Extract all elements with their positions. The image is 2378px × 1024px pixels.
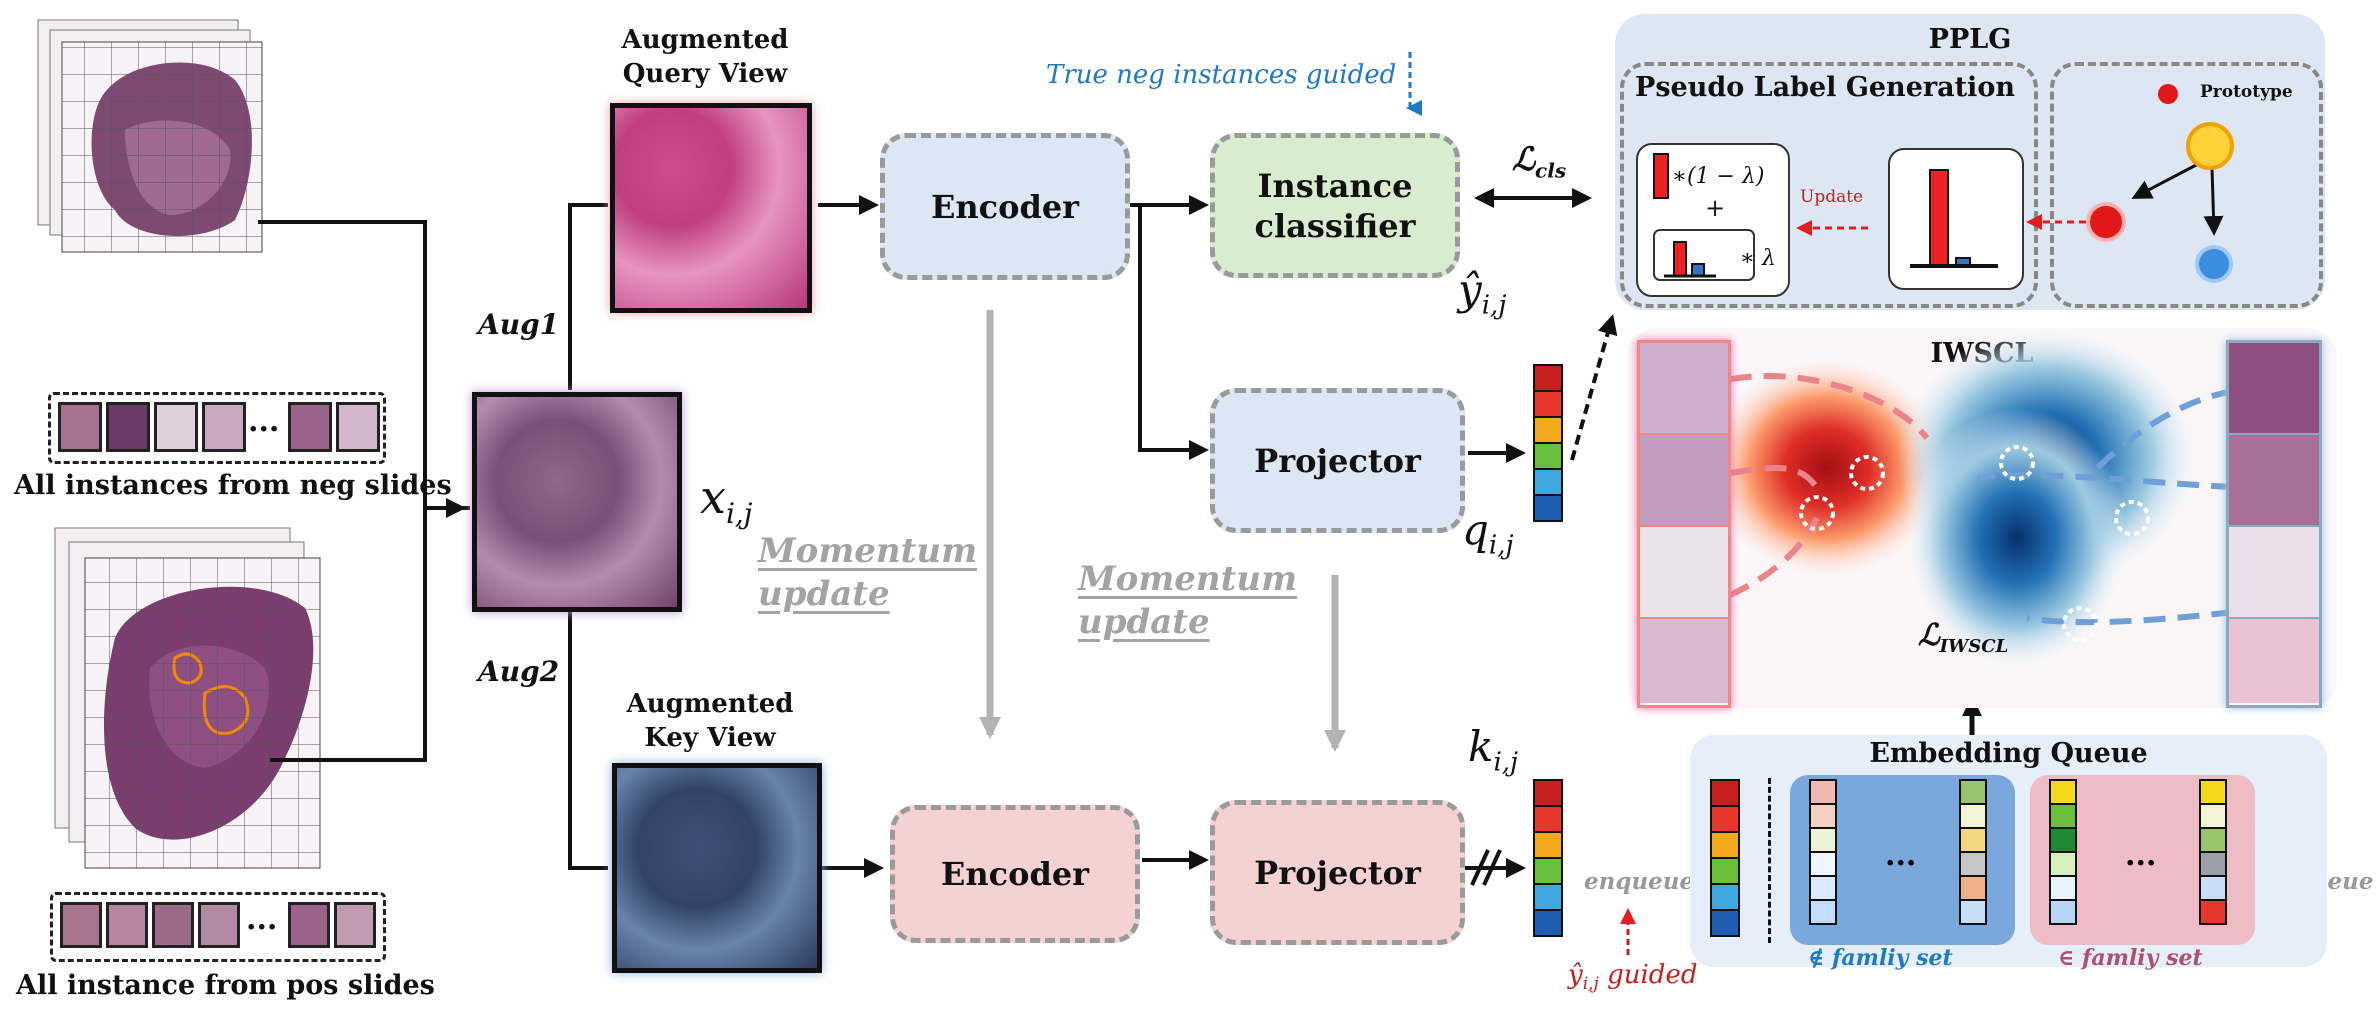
formula-plus: + [1705, 194, 1726, 222]
x-ij-label: xi,j [700, 470, 753, 531]
iwscl-left-patches [1637, 340, 1731, 708]
projector-top: Projector [1210, 388, 1465, 533]
bar-histogram-icon [1653, 153, 1755, 281]
embedding-queue-title: Embedding Queue [1869, 738, 2148, 769]
projector-bottom: Projector [1210, 800, 1465, 945]
query-view-patch [610, 103, 812, 313]
input-patch-x [472, 392, 682, 612]
instance-classifier: Instance classifier [1210, 133, 1460, 278]
feature-vector-icon [1710, 779, 1740, 937]
query-view-title: Augmented Query View [621, 25, 789, 89]
enqueue-label: enqueue [1582, 868, 1697, 895]
prototype-box [2050, 62, 2323, 308]
y-hat-guided-label: ŷi,j guided [1568, 960, 1698, 995]
k-ij-label: ki,j [1468, 722, 1519, 778]
formula-bottom: ∗ λ [1740, 246, 1776, 271]
family-label: ∈ famliy set [2058, 945, 2203, 971]
pplg-title: PPLG [1928, 24, 2012, 55]
encoder-top: Encoder [880, 133, 1130, 280]
iwscl-right-patches [2226, 340, 2322, 708]
svg-text:...: ... [2125, 838, 2156, 873]
formula-top: ∗(1 − λ) [1672, 164, 1765, 189]
feature-vector-icon-group: ... [1809, 779, 1987, 925]
wsi-slide-stack-icon-pos [54, 527, 321, 869]
l-iwscl-label: ℒIWSCL [1918, 618, 2009, 657]
l-cls-label: ℒcls [1512, 140, 1567, 183]
pseudo-label-title: Pseudo Label Generation [1635, 72, 2015, 103]
aug1-label: Aug1 [478, 308, 560, 341]
momentum-update-2: Momentum update [1078, 559, 1298, 642]
feature-vector-icon [1533, 364, 1563, 522]
aug2-label: Aug2 [478, 655, 560, 688]
pos-instances-strip [50, 892, 386, 962]
neg-ellipsis: ... [248, 404, 280, 439]
feature-vector-icon [1533, 779, 1563, 937]
key-view-patch [612, 763, 822, 973]
pos-slides-label: All instance from pos slides [16, 970, 435, 1001]
pseudo-label-box [1620, 62, 2038, 308]
not-family-label: ∉ famliy set [1808, 945, 1953, 971]
neg-instances-strip [48, 392, 386, 464]
momentum-update-1: Momentum update [758, 531, 978, 614]
svg-text:...: ... [1885, 838, 1916, 873]
pos-ellipsis: ... [246, 902, 278, 937]
prototype-dot-icon [2086, 84, 2234, 283]
y-hat-ij-label: ŷi,j [1458, 265, 1507, 321]
prototype-label: Prototype [2200, 82, 2293, 102]
queue-divider [1768, 778, 1771, 943]
wsi-slide-stack-icon [37, 19, 263, 253]
feature-vector-icon-group-2: ... [2049, 779, 2227, 925]
true-neg-guided-label: True neg instances guided [1046, 60, 1397, 90]
q-ij-label: qi,j [1462, 505, 1514, 561]
density-map-icon [1695, 328, 2268, 668]
neg-slides-label: All instances from neg slides [14, 470, 452, 501]
pos-slide-stack [54, 527, 321, 888]
neg-slide-stack [30, 19, 270, 260]
encoder-bottom: Encoder [890, 805, 1140, 943]
bar-histogram-icon-2 [1910, 169, 1998, 268]
update-label: Update [1800, 187, 1864, 207]
key-view-title: Augmented Key View [626, 689, 794, 753]
